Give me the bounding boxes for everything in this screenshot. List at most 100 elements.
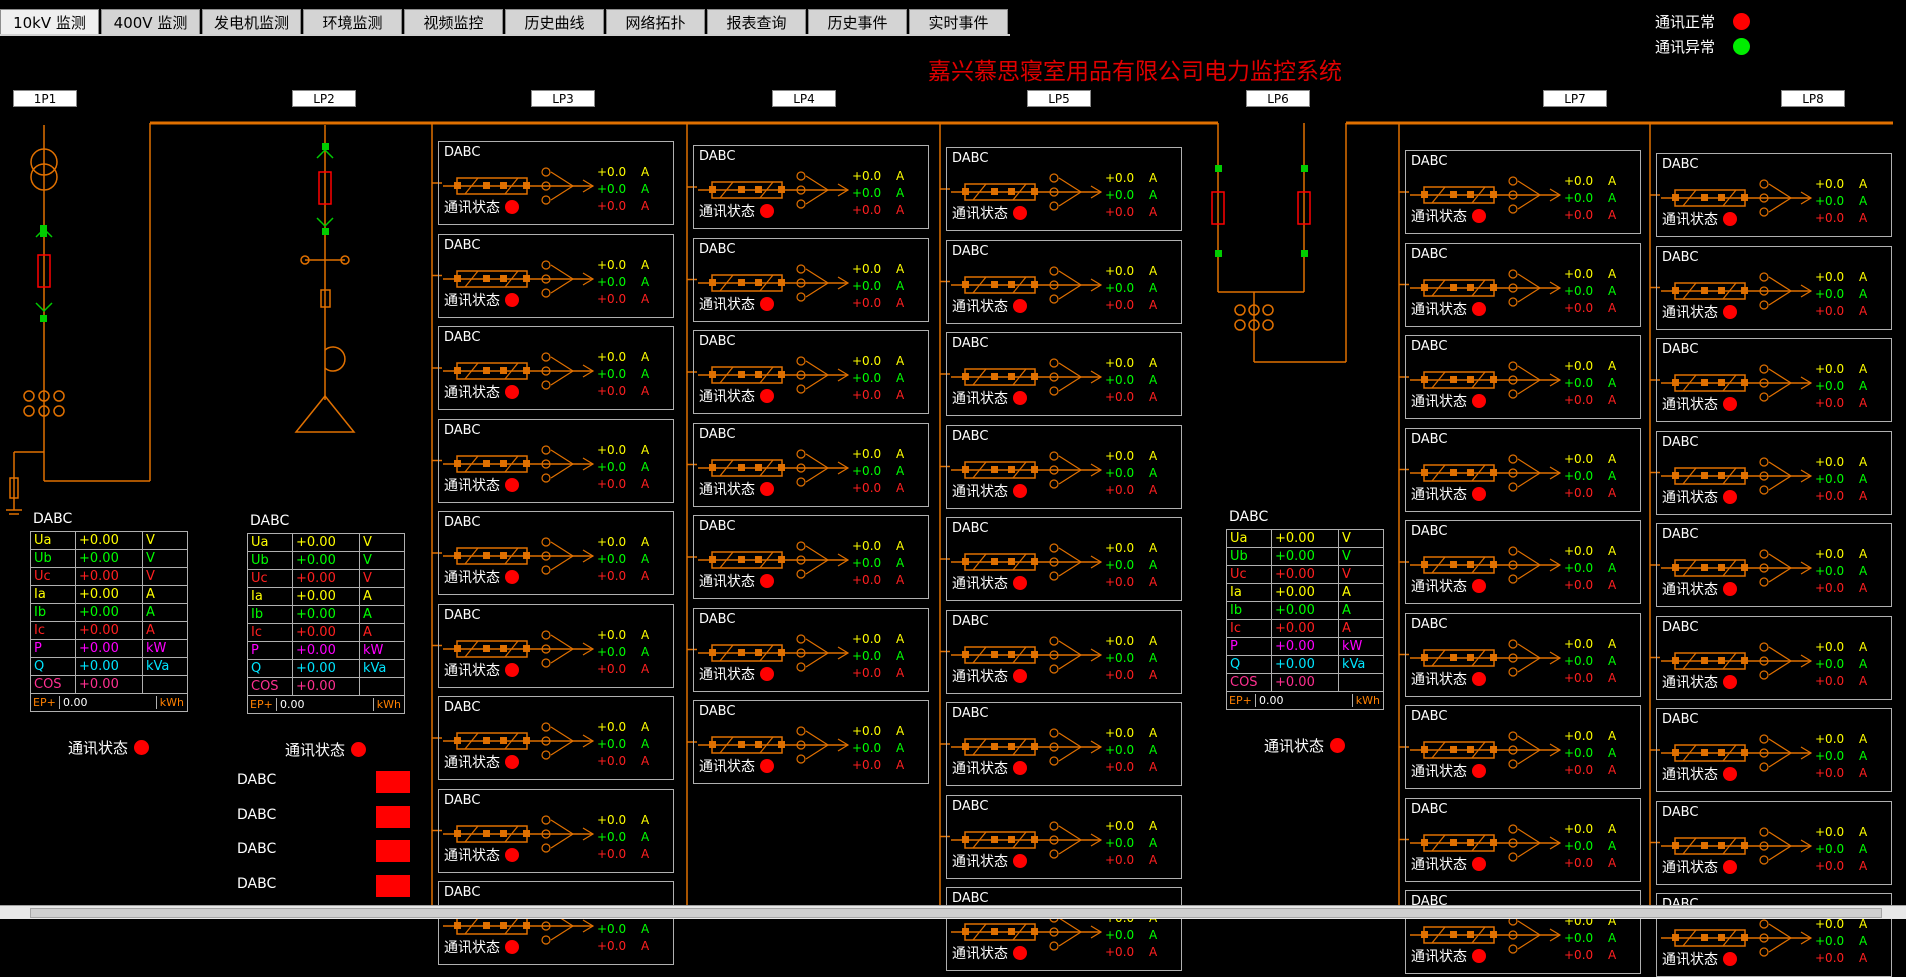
- meter-symbol: [698, 170, 853, 214]
- meter-value: +0.0: [1815, 379, 1845, 393]
- meter-unit: A: [896, 724, 905, 738]
- horizontal-scrollbar[interactable]: [0, 905, 1906, 919]
- meter-comm-label: 通讯状态: [444, 940, 500, 956]
- param-unit: V: [359, 569, 405, 588]
- fuse-icon: [1211, 191, 1225, 225]
- meter-unit: A: [1149, 835, 1158, 850]
- breaker-symbol-icon: [1661, 826, 1813, 865]
- meter-values: +0.0+0.0+0.0: [597, 442, 667, 493]
- meter-comm-label: 通讯状态: [952, 576, 1008, 592]
- tab-4[interactable]: 环境监测: [303, 9, 402, 35]
- scrollbar-thumb[interactable]: [30, 908, 1882, 918]
- tab-10[interactable]: 实时事件: [909, 9, 1008, 35]
- tab-3[interactable]: 发电机监测: [202, 9, 301, 35]
- param-label: Ub: [30, 549, 76, 568]
- meter-comm-label: 通讯状态: [699, 389, 755, 405]
- meter-unit: A: [1149, 448, 1158, 463]
- tab-6[interactable]: 历史曲线: [505, 9, 604, 35]
- meter-value: +0.0: [1815, 177, 1845, 191]
- switch-node-icon: [40, 315, 47, 322]
- meter-comm-status: 通讯状态: [699, 386, 774, 406]
- switch-node-icon: [322, 143, 329, 150]
- meter-comm-label: 通讯状态: [952, 391, 1008, 407]
- tab-5[interactable]: 视频监控: [404, 9, 503, 35]
- meter-value: +0.0: [597, 552, 627, 566]
- ct-icon: [1248, 304, 1260, 316]
- meter-value: +0.0: [852, 295, 882, 310]
- tab-9[interactable]: 历史事件: [808, 9, 907, 35]
- meter-value: +0.0: [852, 741, 882, 755]
- meter-value: +0.0: [852, 573, 882, 587]
- meter-value: +0.0: [1564, 746, 1594, 760]
- meter-unit: A: [1859, 396, 1868, 410]
- meter-value: +0.0: [597, 754, 627, 768]
- meter-unit: A: [1149, 743, 1158, 757]
- panel-tag-lp6: LP6: [1246, 90, 1310, 107]
- meter-symbol: [1661, 178, 1816, 222]
- meter-box-lp5-9[interactable]: DABC +0.0+0.0+0.0 AAA 通讯状态: [946, 887, 1182, 971]
- meter-unit: A: [1859, 841, 1868, 856]
- ct-icon: [1262, 319, 1274, 331]
- generator-icon: [294, 394, 356, 433]
- meter-value: +0.0: [597, 627, 627, 642]
- tab-8[interactable]: 报表查询: [707, 9, 806, 35]
- param-unit: [359, 677, 405, 696]
- tab-1[interactable]: 10kV 监测: [0, 9, 99, 35]
- tab-2[interactable]: 400V 监测: [101, 9, 200, 35]
- meter-value: +0.0: [1564, 931, 1594, 945]
- meter-value: +0.0: [1564, 636, 1594, 651]
- breaker-symbol-icon: [698, 726, 850, 764]
- meter-unit: A: [1608, 855, 1617, 870]
- fault-indicator-icon: [505, 755, 519, 769]
- meter-unit: A: [1608, 359, 1617, 373]
- meter-box-lp3-9[interactable]: DABC +0.0+0.0+0.0 AAA 通讯状态: [438, 881, 674, 965]
- meter-name: DABC: [699, 426, 736, 442]
- meter-values: +0.0+0.0+0.0: [1564, 451, 1634, 502]
- tab-7[interactable]: 网络拓扑: [606, 9, 705, 35]
- meter-values: +0.0+0.0+0.0: [597, 257, 667, 308]
